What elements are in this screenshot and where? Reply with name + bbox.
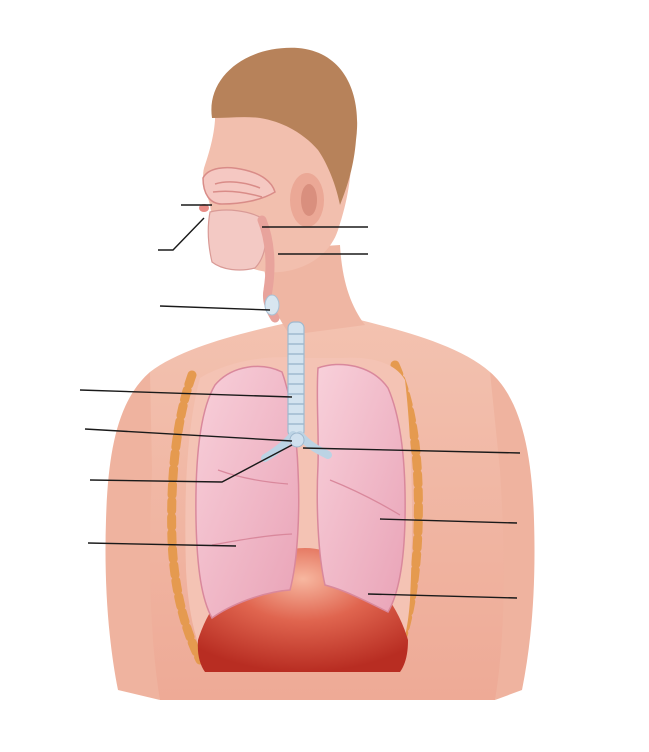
leader-line-epiglottis — [160, 306, 270, 310]
oral-cavity — [208, 210, 266, 270]
left-lung — [196, 366, 299, 618]
larynx — [265, 295, 279, 315]
leader-line-nostril — [158, 218, 204, 250]
carina — [290, 433, 304, 447]
ear-inner — [301, 184, 317, 216]
trachea — [288, 322, 304, 437]
right-lung — [317, 364, 405, 612]
